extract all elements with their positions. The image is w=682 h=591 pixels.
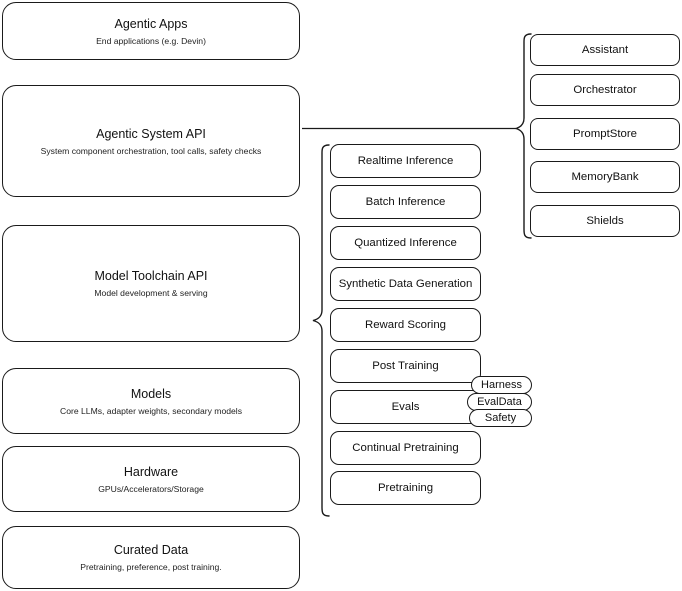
- capability-synthetic-data-generation[interactable]: Synthetic Data Generation: [330, 267, 481, 301]
- capability-label: Reward Scoring: [364, 319, 447, 331]
- stack-layer-agentic-system-api[interactable]: Agentic System API System component orch…: [2, 85, 300, 197]
- layer-subtitle: Model development & serving: [94, 288, 208, 298]
- eval-badge-safety[interactable]: Safety: [469, 409, 532, 427]
- component-label: MemoryBank: [571, 171, 639, 183]
- capability-continual-pretraining[interactable]: Continual Pretraining: [330, 431, 481, 465]
- component-label: Shields: [586, 215, 624, 227]
- eval-badge-label: Safety: [484, 412, 517, 424]
- capability-post-training[interactable]: Post Training: [330, 349, 481, 383]
- layer-title: Agentic Apps: [114, 16, 188, 31]
- component-label: Assistant: [581, 44, 629, 56]
- capability-pretraining[interactable]: Pretraining: [330, 471, 481, 505]
- component-promptstore[interactable]: PromptStore: [530, 118, 680, 150]
- layer-subtitle: End applications (e.g. Devin): [96, 35, 206, 46]
- capability-label: Continual Pretraining: [352, 442, 459, 454]
- layer-title: Curated Data: [113, 543, 189, 557]
- capability-batch-inference[interactable]: Batch Inference: [330, 185, 481, 219]
- layer-title: Hardware: [123, 464, 179, 479]
- capability-label: Post Training: [372, 360, 439, 372]
- stack-layer-agentic-apps[interactable]: Agentic Apps End applications (e.g. Devi…: [2, 2, 300, 60]
- eval-badge-harness[interactable]: Harness: [471, 376, 532, 394]
- component-label: Orchestrator: [573, 84, 637, 96]
- component-memorybank[interactable]: MemoryBank: [530, 161, 680, 193]
- eval-badge-label: Harness: [481, 379, 522, 391]
- component-assistant[interactable]: Assistant: [530, 34, 680, 66]
- brace-toolchain-capabilities: [312, 144, 330, 517]
- stack-layer-curated-data[interactable]: Curated Data Pretraining, preference, po…: [2, 526, 300, 589]
- capability-label: Evals: [391, 401, 420, 413]
- stack-layer-models[interactable]: Models Core LLMs, adapter weights, secon…: [2, 368, 300, 434]
- capability-label: Batch Inference: [365, 196, 446, 208]
- layer-subtitle: Pretraining, preference, post training.: [80, 562, 222, 572]
- layer-title: Model Toolchain API: [94, 269, 208, 283]
- capability-reward-scoring[interactable]: Reward Scoring: [330, 308, 481, 342]
- brace-system-components: [513, 33, 532, 239]
- eval-badge-label: EvalData: [477, 396, 522, 408]
- layer-title: Models: [130, 386, 172, 401]
- capability-quantized-inference[interactable]: Quantized Inference: [330, 226, 481, 260]
- capability-label: Realtime Inference: [357, 155, 454, 167]
- capability-label: Pretraining: [377, 482, 434, 494]
- capability-evals[interactable]: Evals: [330, 390, 481, 424]
- layer-subtitle: Core LLMs, adapter weights, secondary mo…: [60, 405, 242, 416]
- layer-subtitle: GPUs/Accelerators/Storage: [98, 483, 204, 494]
- layer-title: Agentic System API: [96, 126, 206, 141]
- layer-subtitle: System component orchestration, tool cal…: [40, 145, 262, 156]
- component-orchestrator[interactable]: Orchestrator: [530, 74, 680, 106]
- capability-realtime-inference[interactable]: Realtime Inference: [330, 144, 481, 178]
- stack-layer-hardware[interactable]: Hardware GPUs/Accelerators/Storage: [2, 446, 300, 512]
- stack-layer-model-toolchain-api[interactable]: Model Toolchain API Model development & …: [2, 225, 300, 342]
- capability-label: Quantized Inference: [354, 237, 457, 249]
- component-label: PromptStore: [573, 128, 637, 140]
- capability-label: Synthetic Data Generation: [338, 278, 473, 290]
- component-shields[interactable]: Shields: [530, 205, 680, 237]
